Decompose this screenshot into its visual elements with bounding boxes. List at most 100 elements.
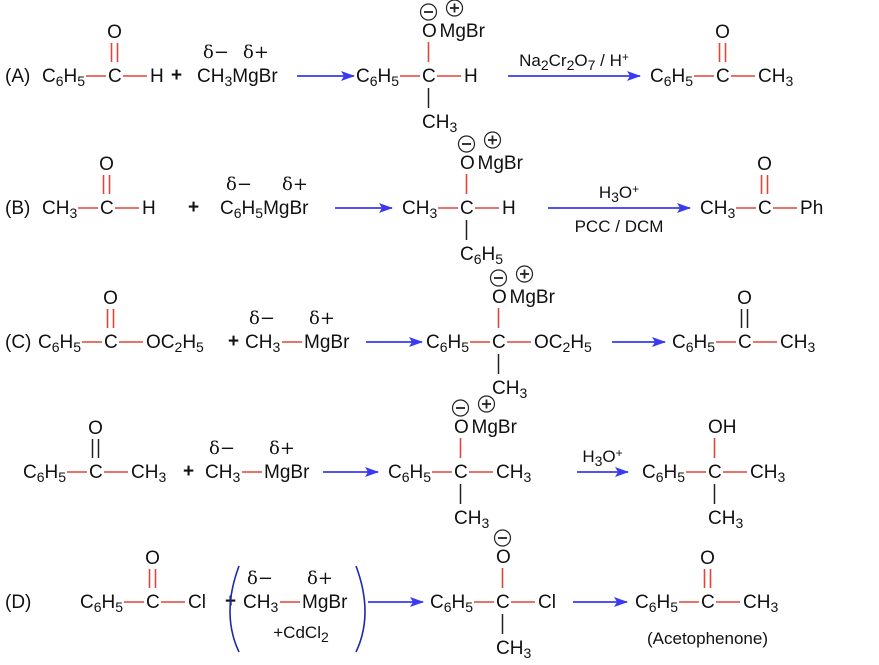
carbonyl-oxygen: O xyxy=(107,22,122,43)
positive-charge-icon xyxy=(483,131,502,149)
reaction-arrow: H3​O+ PCC / DCM xyxy=(548,182,691,236)
right-group: CH3​ xyxy=(496,462,531,485)
reaction-row-5: (D)C6​H5​CClO+CH3​MgBrδ−δ++CdCl2​C6​H5​C… xyxy=(5,529,778,661)
right-group: Cl xyxy=(538,592,556,613)
left-group: C6​H5​ xyxy=(388,462,431,485)
center-carbon: C xyxy=(708,462,722,483)
right-group: CH3​ xyxy=(131,462,166,485)
delta-plus-label: δ+ xyxy=(282,174,308,195)
arrow-condition-above: H3​O+ xyxy=(599,182,639,206)
carbonyl-oxygen: O xyxy=(145,548,160,569)
reaction-row-2: (B)CH3​CHO+C6​H5​MgBrδ−δ+CH3​CHOMgBrC6​H… xyxy=(5,131,823,267)
reaction-row-3: (C)C6​H5​COC2​H5​O+CH3​MgBrδ−δ+C6​H5​COC… xyxy=(5,265,815,401)
reactant-carbonyl: CH3​CHO xyxy=(42,154,156,221)
delta-plus-label: δ+ xyxy=(243,42,269,63)
left-group: C6​H5​ xyxy=(672,332,715,355)
center-carbon: C xyxy=(108,66,122,87)
delta-minus-label: δ− xyxy=(247,568,273,589)
right-group: OC2​H5​ xyxy=(534,332,592,355)
positive-charge-icon xyxy=(515,265,534,283)
negative-charge-icon xyxy=(451,399,470,417)
reagent-mgbr: MgBr xyxy=(302,592,348,613)
product: CH3​ C Ph O xyxy=(700,154,823,221)
left-group: C6​H5​ xyxy=(426,332,469,355)
delta-minus-label: δ− xyxy=(203,42,229,63)
negative-charge-icon xyxy=(493,529,512,547)
left-group: C6​H5​ xyxy=(635,592,678,615)
negative-charge-icon xyxy=(419,3,438,21)
right-group: CH3​ xyxy=(750,462,785,485)
carbonyl-oxygen: O xyxy=(700,548,715,569)
right-group: H xyxy=(150,66,164,87)
left-group: CH3​ xyxy=(42,198,77,221)
delta-minus-label: δ− xyxy=(249,308,275,329)
plus-sign: + xyxy=(171,65,182,86)
reagent-formula: C6​H5​MgBr xyxy=(220,198,309,221)
row-label: (C) xyxy=(5,332,31,353)
row-label: (B) xyxy=(5,198,30,219)
negative-charge-icon xyxy=(489,269,508,287)
reaction-row-1: (A)C6​H5​CHO+CH3​MgBrδ−δ+C6​H5​CHOMgBrCH… xyxy=(5,0,793,135)
product-name: (Acetophenone) xyxy=(647,629,768,648)
reaction-arrow: H3​O+ xyxy=(577,446,629,477)
right-group: CH3​ xyxy=(743,592,778,615)
left-group: C6​H5​ xyxy=(642,462,685,485)
reagent-alkyl: CH3​ xyxy=(243,592,278,615)
mgbr-counterion: MgBr xyxy=(478,153,524,174)
delta-minus-label: δ− xyxy=(209,438,235,459)
right-group: H xyxy=(464,66,478,87)
oxygen: OH xyxy=(708,417,737,438)
right-parenthesis xyxy=(355,565,366,653)
left-parenthesis xyxy=(229,565,240,653)
left-group: C6​H5​ xyxy=(430,592,473,615)
row-label: (A) xyxy=(5,66,30,87)
bottom-group: CH3​ xyxy=(454,508,489,531)
reagent-mgbr: MgBr xyxy=(264,462,310,483)
carbonyl-oxygen: O xyxy=(88,418,103,439)
delta-plus-label: δ+ xyxy=(309,308,335,329)
right-group: CH3​ xyxy=(780,332,815,355)
center-carbon: C xyxy=(738,332,752,353)
carbonyl-oxygen: O xyxy=(737,288,752,309)
reagent-alkyl: CH3​ xyxy=(205,462,240,485)
oxygen: O xyxy=(492,287,507,308)
row-label: (D) xyxy=(5,592,31,613)
bottom-group: CH3​ xyxy=(496,638,531,661)
left-group: C6​H5​ xyxy=(23,462,66,485)
reagent-alkyl: CH3​ xyxy=(245,332,280,355)
right-group: CH3​ xyxy=(758,66,793,89)
product: C6​H5​ C CH3​ O (Acetophenone) xyxy=(635,548,778,648)
cdcl2-additive: +CdCl2​ xyxy=(273,623,329,645)
left-group: C6​H5​ xyxy=(42,66,85,89)
bottom-group: C6​H5​ xyxy=(460,244,503,267)
center-carbon: C xyxy=(758,198,772,219)
arrow-condition-below: PCC / DCM xyxy=(575,217,664,236)
carbonyl-oxygen: O xyxy=(715,22,730,43)
bottom-group: CH3​ xyxy=(708,508,743,531)
product: C6​H5​ C CH3​ O xyxy=(672,288,815,355)
arrow-condition-above: H3​O+ xyxy=(582,446,622,470)
arrow-condition-above: Na2​Cr2​O7​ / H+ xyxy=(519,50,629,74)
right-group: Ph xyxy=(800,198,823,219)
plus-sign: + xyxy=(228,331,239,352)
left-group: CH3​ xyxy=(700,198,735,221)
center-carbon: C xyxy=(701,592,715,613)
oxygen: O xyxy=(422,21,437,42)
center-carbon: C xyxy=(496,592,510,613)
left-group: C6​H5​ xyxy=(80,592,123,615)
mgbr-counterion: MgBr xyxy=(472,417,518,438)
carbonyl-oxygen: O xyxy=(757,154,772,175)
center-carbon: C xyxy=(460,198,474,219)
reaction-row-4: C6​H5​CCH3​O+CH3​MgBrδ−δ+C6​H5​CCH3​OMgB… xyxy=(23,395,785,531)
